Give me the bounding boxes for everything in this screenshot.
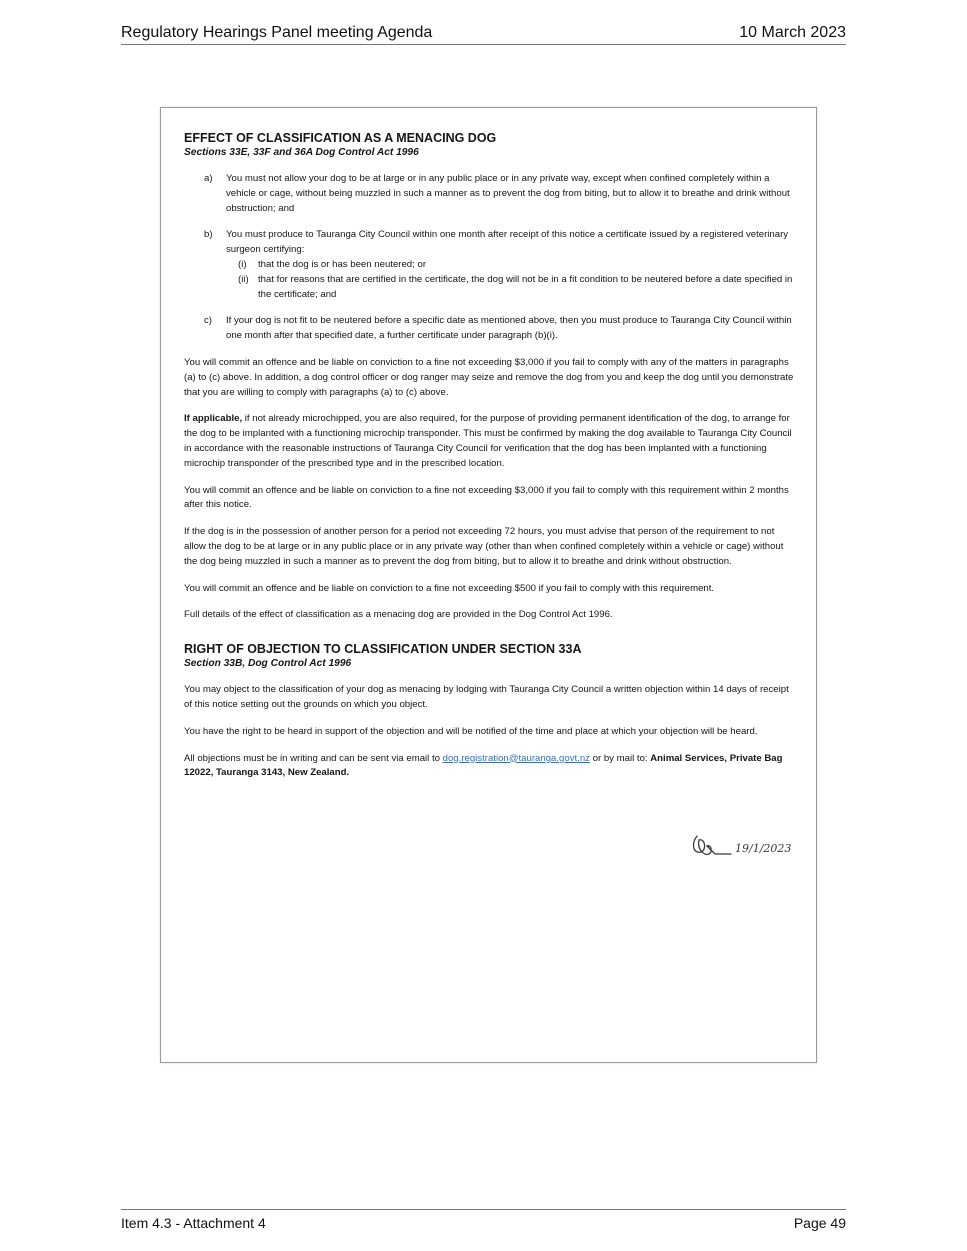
section-subtitle-objection: Section 33B, Dog Control Act 1996 — [184, 658, 352, 670]
applicable-label: If applicable, — [184, 413, 243, 425]
email-link[interactable]: dog.registration@tauranga.govt.nz — [442, 752, 590, 764]
contact-text: All objections must be in writing and ca… — [184, 752, 443, 764]
full-details-paragraph: Full details of the effect of classifica… — [184, 609, 613, 621]
microchip-offence-paragraph: You will commit an offence and be liable… — [184, 484, 789, 511]
sub-item-ii: (ii) that for reasons that are certified… — [226, 273, 796, 303]
offence-paragraph: You will commit an offence and be liable… — [184, 356, 794, 398]
footer-page-number: Page 49 — [793, 1215, 846, 1231]
microchip-text: if not already microchipped, you are als… — [184, 413, 792, 469]
sub-marker: (ii) — [238, 273, 249, 285]
possession-offence-paragraph: You will commit an offence and be liable… — [184, 582, 715, 594]
list-item-c: c) If your dog is not fit to be neutered… — [184, 314, 796, 344]
section-title-effect: EFFECT OF CLASSIFICATION AS A MENACING D… — [184, 131, 497, 145]
header-title: Regulatory Hearings Panel meeting Agenda — [121, 24, 433, 41]
contact-text-mid: or by mail to: — [589, 752, 651, 764]
scanned-document: EFFECT OF CLASSIFICATION AS A MENACING D… — [160, 107, 817, 1063]
signature-date: 19/1/2023 — [735, 842, 791, 855]
section-subtitle-effect: Sections 33E, 33F and 36A Dog Control Ac… — [184, 147, 419, 158]
sub-marker: (i) — [238, 258, 247, 270]
microchip-paragraph: If applicable, if not already microchipp… — [184, 412, 796, 471]
possession-paragraph: If the dog is in the possession of anoth… — [184, 526, 784, 567]
page-footer: Item 4.3 - Attachment 4 Page 49 — [121, 1209, 846, 1234]
handwritten-signature: 19/1/2023 — [692, 835, 791, 855]
objection-paragraph: You may object to the classification of … — [184, 684, 789, 710]
section-title-objection: RIGHT OF OBJECTION TO CLASSIFICATION UND… — [184, 642, 582, 657]
list-marker: b) — [204, 229, 213, 241]
sub-item-text: that the dog is or has been neutered; or — [258, 258, 427, 270]
page-header: Regulatory Hearings Panel meeting Agenda… — [121, 22, 846, 45]
postal-address: Animal Services, Private Bag 12022, Taur… — [184, 752, 783, 779]
list-item-a: a) You must not allow your dog to be at … — [184, 172, 796, 216]
contact-paragraph: All objections must be in writing and ca… — [184, 752, 796, 782]
list-item-b: b) You must produce to Tauranga City Cou… — [184, 228, 796, 302]
list-item-text: You must produce to Tauranga City Counci… — [226, 229, 789, 256]
list-item-text: You must not allow your dog to be at lar… — [226, 173, 790, 214]
document-body: EFFECT OF CLASSIFICATION AS A MENACING D… — [184, 130, 796, 793]
footer-item: Item 4.3 - Attachment 4 — [121, 1215, 266, 1231]
sub-item-i: (i) that the dog is or has been neutered… — [226, 258, 796, 273]
list-marker: c) — [204, 315, 212, 327]
header-date: 10 March 2023 — [739, 24, 846, 41]
list-item-text: If your dog is not fit to be neutered be… — [226, 315, 792, 342]
contact-text-end: . — [346, 767, 350, 779]
right-to-be-heard-paragraph: You have the right to be heard in suppor… — [184, 725, 758, 737]
list-marker: a) — [204, 173, 213, 184]
sub-item-text: that for reasons that are certified in t… — [258, 273, 793, 300]
